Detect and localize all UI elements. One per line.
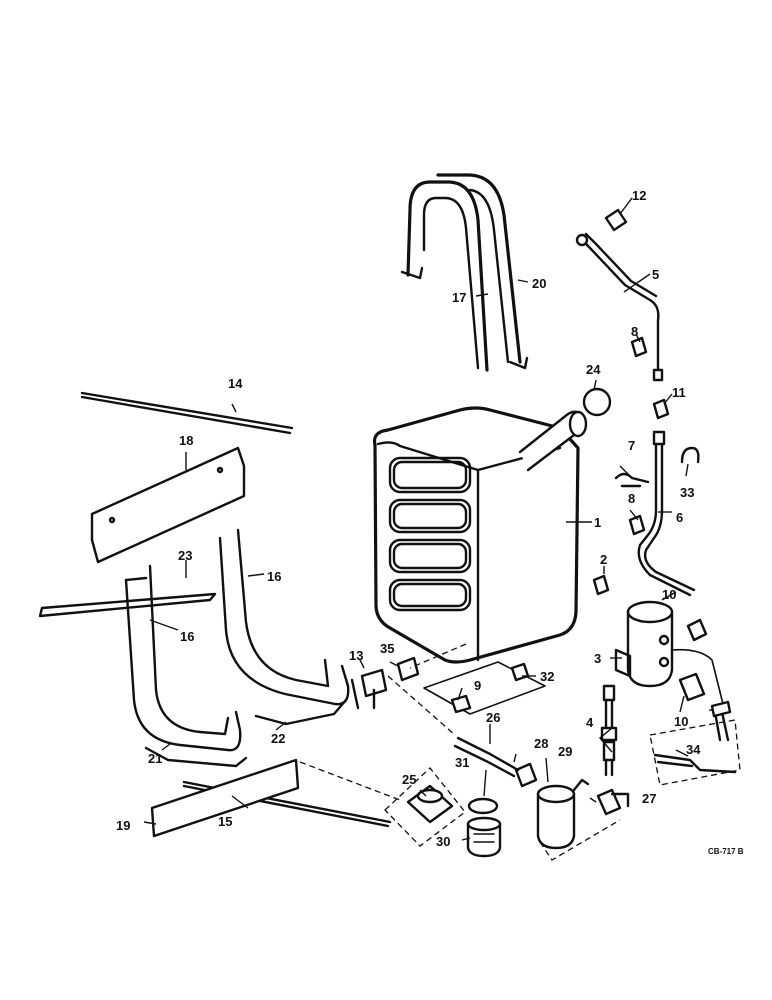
callout-21: 21 — [148, 751, 162, 766]
tank-cap — [582, 387, 612, 417]
callout-13: 13 — [349, 648, 363, 663]
callout-31: 31 — [455, 755, 469, 770]
fitting-12 — [604, 208, 628, 232]
callout-12: 12 — [632, 188, 646, 203]
callout-16b: 16 — [267, 569, 281, 584]
u-bracket-16-right — [218, 528, 350, 706]
block-19 — [150, 758, 300, 838]
callout-24: 24 — [586, 362, 601, 377]
callout-10a: 10 — [662, 587, 676, 602]
callout-8a: 8 — [631, 324, 638, 339]
callout-14: 14 — [228, 376, 243, 391]
fitting-35 — [396, 656, 420, 682]
callout-33: 33 — [680, 485, 694, 500]
callout-17: 17 — [452, 290, 466, 305]
valve-13 — [350, 668, 388, 710]
callout-3: 3 — [594, 651, 601, 666]
callout-15: 15 — [218, 814, 232, 829]
fuel-pump — [614, 600, 724, 712]
callout-23: 23 — [178, 548, 192, 563]
callout-22: 22 — [271, 731, 285, 746]
line-assembly-34 — [649, 700, 741, 786]
callout-10b: 10 — [674, 714, 688, 729]
fitting-4 — [600, 684, 618, 777]
callout-30: 30 — [436, 834, 450, 849]
callout-9: 9 — [474, 678, 481, 693]
clip-33 — [680, 446, 700, 464]
plug-2 — [592, 574, 610, 596]
callout-4: 4 — [586, 715, 594, 730]
callout-8b: 8 — [628, 491, 635, 506]
support-bow-17 — [400, 180, 489, 372]
gasket-31 — [467, 797, 499, 815]
fitting-28 — [514, 762, 538, 788]
rod-14 — [80, 391, 294, 435]
u-bracket-16-left — [124, 564, 242, 752]
callout-26: 26 — [486, 710, 500, 725]
callout-25: 25 — [402, 772, 416, 787]
callout-labels: 1 2 3 4 5 6 7 8 8 9 10 10 11 12 13 14 15… — [116, 188, 744, 856]
callout-5: 5 — [652, 267, 659, 282]
hose-26 — [453, 736, 520, 778]
callout-32: 32 — [540, 669, 554, 684]
leader-lines — [143, 197, 689, 841]
callout-18: 18 — [179, 433, 193, 448]
elbow-27 — [596, 788, 630, 816]
nut-11 — [652, 398, 670, 420]
callout-34: 34 — [686, 742, 701, 757]
diagram-code: CB-717 B — [708, 847, 744, 856]
bracket-21 — [144, 746, 248, 768]
callout-29: 29 — [558, 744, 572, 759]
callout-11: 11 — [672, 385, 686, 400]
fitting-10-upper — [686, 618, 708, 642]
callout-27: 27 — [642, 791, 656, 806]
callout-1: 1 — [594, 515, 601, 530]
filter-element-30 — [466, 816, 502, 858]
callout-28: 28 — [534, 736, 548, 751]
fuel-line-6 — [637, 430, 696, 597]
support-bow-20 — [436, 173, 529, 370]
callout-6: 6 — [676, 510, 683, 525]
callout-20: 20 — [532, 276, 546, 291]
fitting-9 — [450, 694, 472, 714]
bar-23 — [38, 592, 217, 618]
callout-7: 7 — [628, 438, 635, 453]
filter-head-25 — [384, 767, 466, 847]
plate-18 — [90, 446, 246, 564]
filter-body-29 — [536, 778, 590, 850]
elbow-10-lower — [678, 672, 706, 702]
fitting-32 — [510, 662, 530, 682]
fuel-tank — [372, 406, 588, 664]
clamp-7 — [614, 472, 650, 488]
bracket-22 — [254, 698, 348, 726]
callout-2: 2 — [600, 552, 607, 567]
callout-19: 19 — [116, 818, 130, 833]
callout-35: 35 — [380, 641, 394, 656]
fuel-line-5 — [575, 232, 664, 382]
callout-16a: 16 — [180, 629, 194, 644]
